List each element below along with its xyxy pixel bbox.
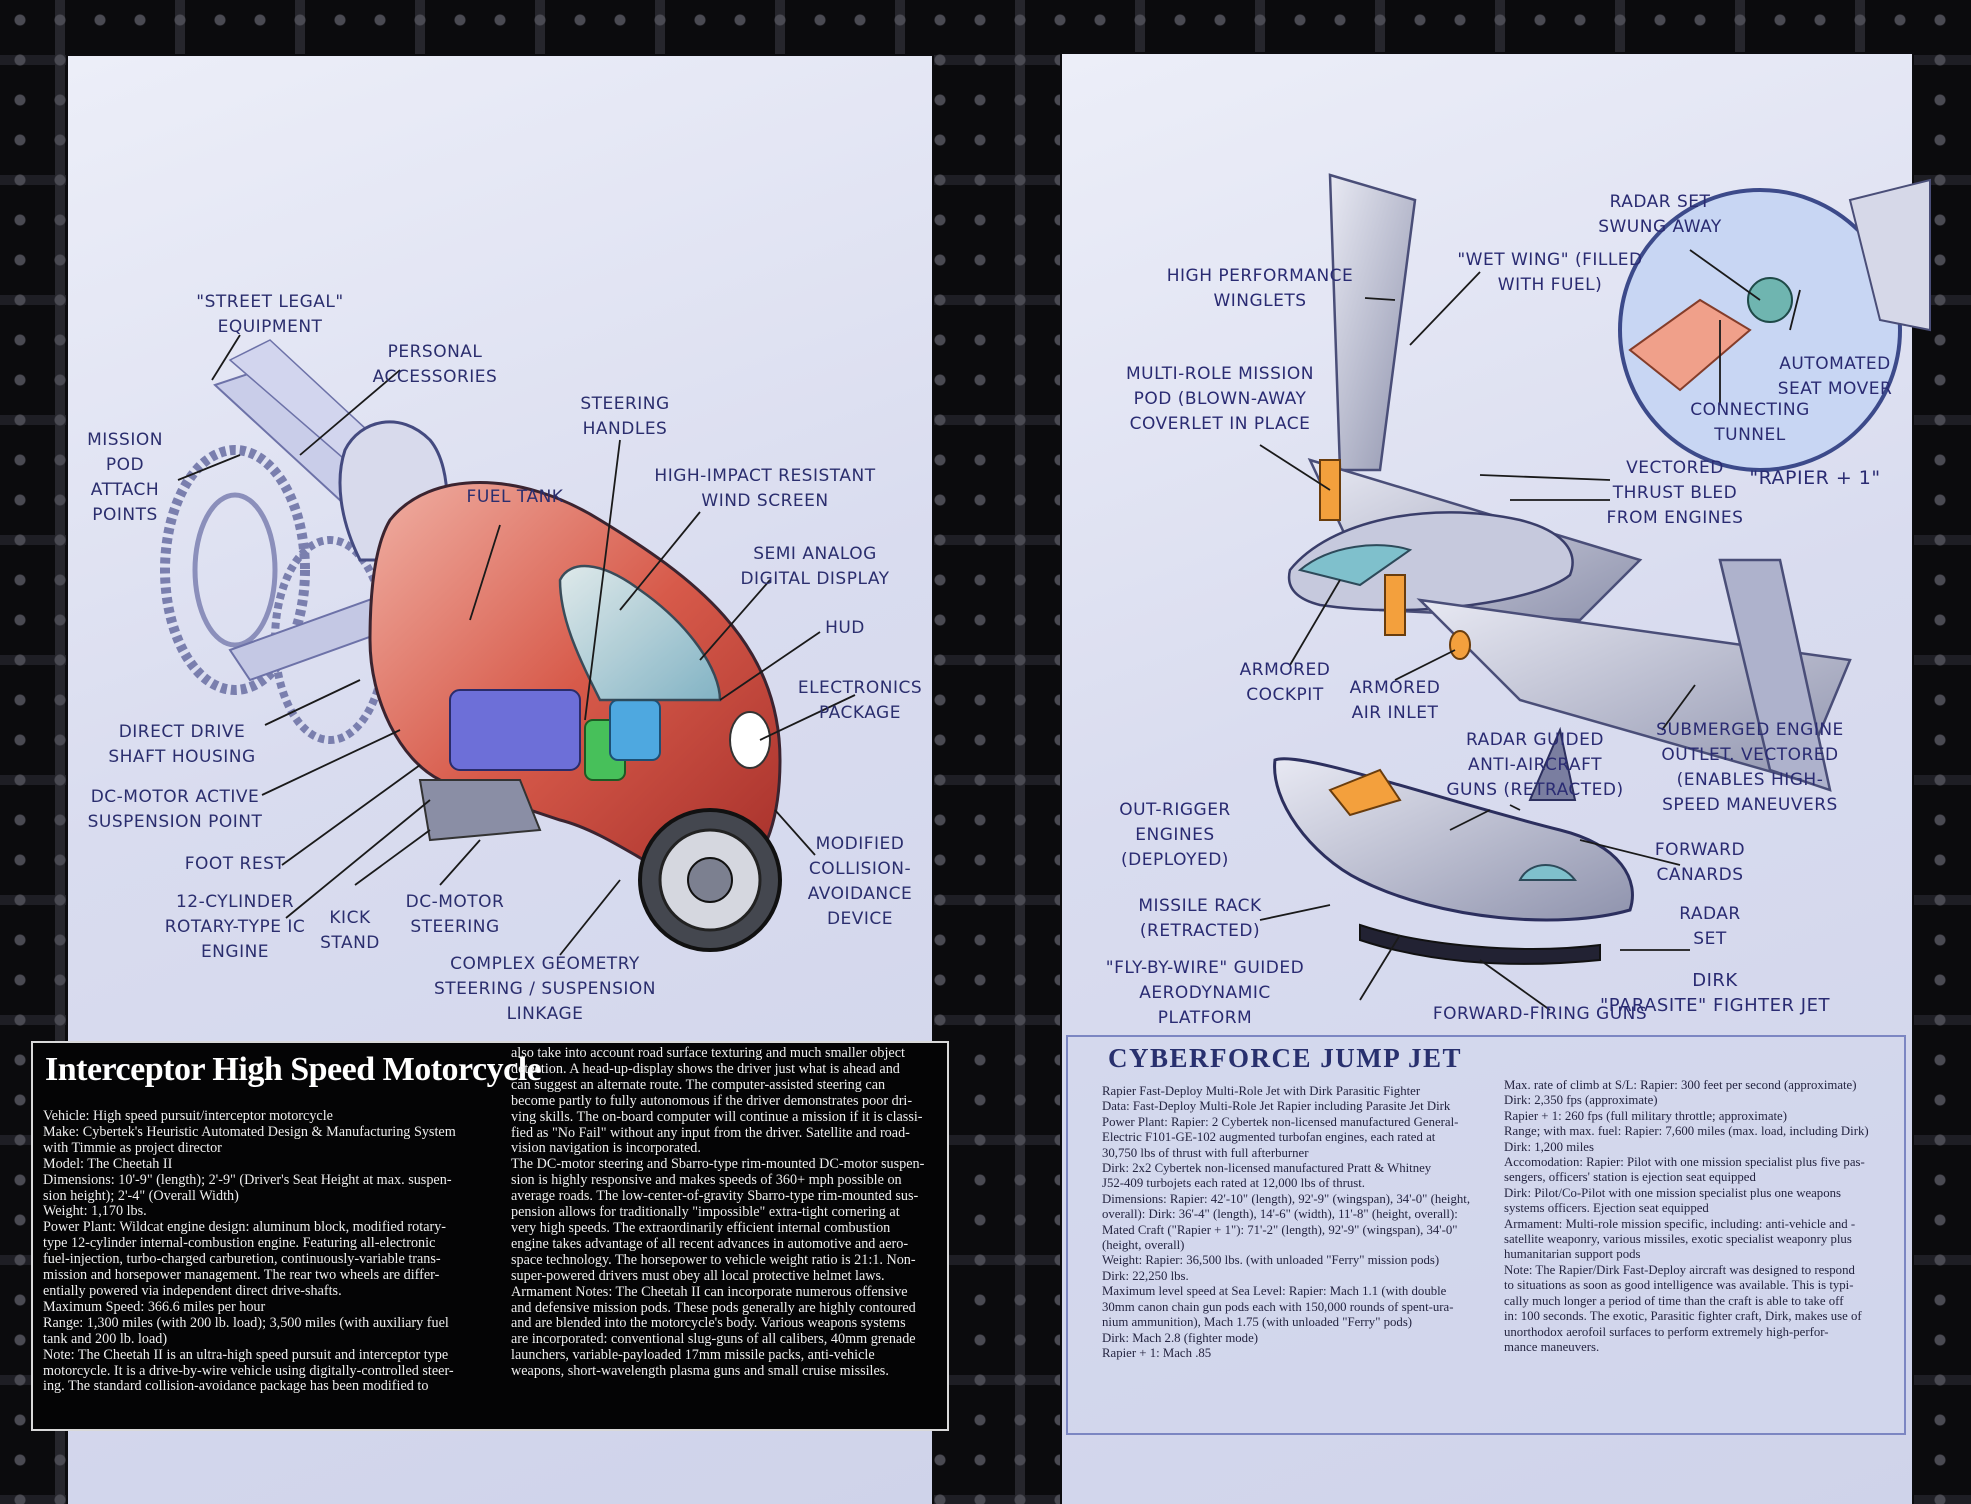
label-steering-handles: STEERING HANDLES (580, 394, 670, 439)
label-dc-motor-active: DC-MOTOR ACTIVE SUSPENSION POINT (87, 787, 263, 832)
label-hud: HUD (825, 618, 865, 638)
label-street-legal: "STREET LEGAL" EQUIPMENT (196, 292, 344, 337)
label-wet-wing: "WET WING" (FILLED WITH FUEL) (1457, 250, 1643, 295)
label-modified-collision: MODIFIED COLLISION- AVOIDANCE DEVICE (807, 834, 913, 929)
label-multi-role-pod: MULTI-ROLE MISSION POD (BLOWN-AWAY COVER… (1126, 364, 1314, 434)
label-high-performance-winglets: HIGH PERFORMANCE WINGLETS (1166, 266, 1354, 311)
label-electronics: ELECTRONICS PACKAGE (797, 678, 923, 723)
label-armored-air-inlet: ARMORED AIR INLET (1349, 678, 1441, 723)
label-mission-pod: MISSION POD ATTACH POINTS (87, 430, 163, 525)
motorcycle-specs-column-1: Vehicle: High speed pursuit/interceptor … (43, 1108, 456, 1395)
label-dirk-parasite: DIRK "PARASITE" FIGHTER JET (1600, 970, 1830, 1016)
label-armored-cockpit: ARMORED COCKPIT (1239, 660, 1331, 705)
label-foot-rest: FOOT REST (184, 854, 286, 874)
jet-specs-column-2: Max. rate of climb at S/L: Rapier: 300 f… (1504, 1078, 1869, 1354)
label-complex-geometry: COMPLEX GEOMETRY STEERING / SUSPENSION L… (433, 954, 657, 1024)
label-kick-stand: KICK STAND (320, 908, 380, 953)
label-dc-motor-steering: DC-MOTOR STEERING (405, 892, 505, 937)
motorcycle-specs-panel: Interceptor High Speed Motorcycle Vehicl… (31, 1041, 949, 1431)
label-connecting-tunnel: CONNECTING TUNNEL (1690, 400, 1810, 445)
label-automated-seat: AUTOMATED SEAT MOVER (1777, 354, 1893, 399)
label-fly-by-wire: "FLY-BY-WIRE" GUIDED AERODYNAMIC PLATFOR… (1105, 958, 1305, 1028)
label-rapier-plus-one: "RAPIER + 1" (1749, 467, 1881, 489)
motorcycle-specs-column-2: also take into account road surface text… (511, 1045, 925, 1380)
label-missile-rack: MISSILE RACK (RETRACTED) (1138, 896, 1262, 941)
jet-specs-panel: CYBERFORCE JUMP JET Rapier Fast-Deploy M… (1066, 1035, 1906, 1435)
label-wind-screen: HIGH-IMPACT RESISTANT WIND SCREEN (654, 466, 876, 511)
label-semi-analog: SEMI ANALOG DIGITAL DISPLAY (740, 544, 890, 589)
label-out-rigger-engines: OUT-RIGGER ENGINES (DEPLOYED) (1119, 800, 1231, 870)
label-radar-set-swung: RADAR SET SWUNG AWAY (1598, 192, 1722, 237)
label-vectored-thrust: VECTORED THRUST BLED FROM ENGINES (1606, 458, 1744, 528)
motorcycle-illustration (160, 334, 856, 956)
label-engine: 12-CYLINDER ROTARY-TYPE IC ENGINE (164, 892, 306, 962)
label-submerged-engine: SUBMERGED ENGINE OUTLET. VECTORED (ENABL… (1656, 720, 1844, 815)
jet-specs-column-1: Rapier Fast-Deploy Multi-Role Jet with D… (1102, 1084, 1471, 1360)
jet-title: CYBERFORCE JUMP JET (1108, 1043, 1463, 1073)
label-radar-set: RADAR SET (1679, 904, 1741, 949)
label-forward-canards: FORWARD CANARDS (1654, 840, 1746, 885)
motorcycle-title: Interceptor High Speed Motorcycle (45, 1051, 542, 1088)
label-fuel-tank: FUEL TANK (466, 487, 564, 507)
jet-illustration (1259, 173, 1931, 1011)
label-direct-drive: DIRECT DRIVE SHAFT HOUSING (108, 722, 256, 767)
label-forward-firing-guns: FORWARD-FIRING GUNS (1432, 1004, 1648, 1024)
label-radar-guided-guns: RADAR GUIDED ANTI-AIRCRAFT GUNS (RETRACT… (1446, 730, 1624, 800)
label-personal-accessories: PERSONAL ACCESSORIES (372, 342, 498, 387)
